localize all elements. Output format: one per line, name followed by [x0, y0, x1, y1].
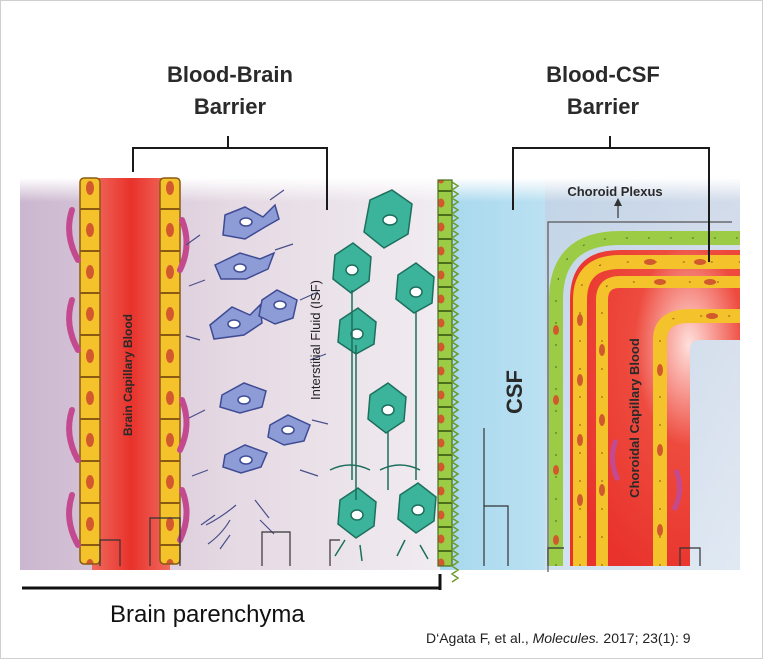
- bcsfb-title-line1: Blood-CSF: [546, 62, 660, 87]
- bbb-title-line2: Barrier: [194, 94, 267, 119]
- bcsfb-title-line2: Barrier: [567, 94, 640, 119]
- brain-parenchyma-caption: Brain parenchyma: [110, 601, 305, 629]
- interstitial-fluid-label: Interstitial Fluid (ISF): [308, 280, 323, 400]
- citation-details: 2017; 23(1): 9: [600, 630, 691, 646]
- citation-journal: Molecules.: [533, 630, 600, 646]
- citation: D‘Agata F, et al., Molecules. 2017; 23(1…: [426, 630, 761, 646]
- brain-capillary-blood-label: Brain Capillary Blood: [121, 314, 135, 436]
- choroid-plexus-label: Choroid Plexus: [567, 184, 662, 199]
- citation-authors: D‘Agata F, et al.,: [426, 630, 533, 646]
- bbb-title-line1: Blood-Brain: [167, 62, 293, 87]
- choroidal-capillary-blood-label: Choroidal Capillary Blood: [627, 338, 642, 498]
- csf-label: CSF: [502, 370, 527, 414]
